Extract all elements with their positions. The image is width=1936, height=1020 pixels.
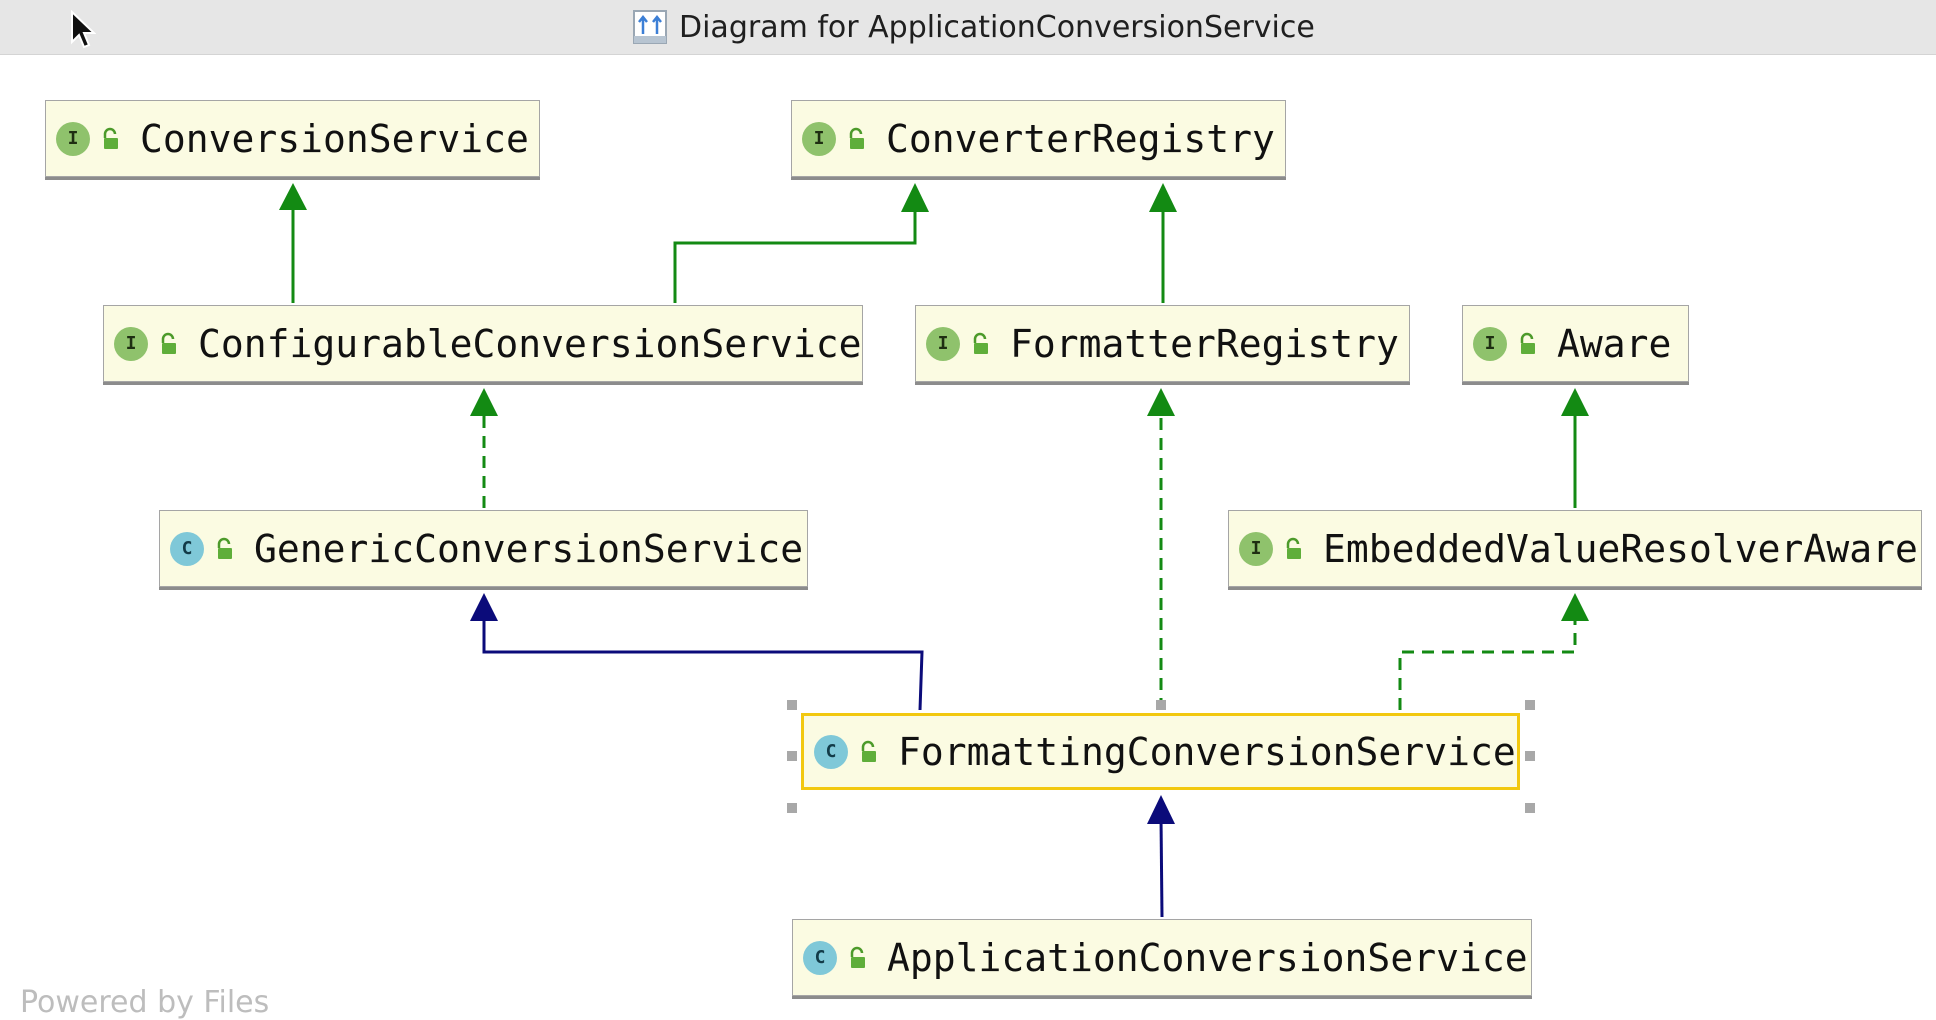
resize-handle-top-right[interactable]: [1525, 700, 1535, 710]
edge-configurable-to-conversion: [279, 183, 307, 303]
node-label: ConverterRegistry: [886, 116, 1275, 161]
node-label: EmbeddedValueResolverAware: [1323, 526, 1918, 571]
public-access-icon: [861, 740, 876, 762]
interface-icon: I: [926, 326, 960, 361]
resize-handle-bottom-left[interactable]: [787, 803, 797, 813]
public-access-icon: [161, 332, 176, 354]
public-access-icon: [849, 127, 864, 149]
interface-icon: I: [802, 121, 836, 156]
node-label: GenericConversionService: [254, 526, 804, 571]
resize-handle-middle-right[interactable]: [1525, 751, 1535, 761]
diagram-canvas[interactable]: I ConversionService I ConverterRegistry …: [0, 55, 1936, 998]
public-access-icon: [973, 332, 988, 354]
resize-handle-top-center[interactable]: [1156, 700, 1166, 710]
diagram-edges: [279, 183, 1589, 918]
node-label: ConfigurableConversionService: [198, 321, 862, 366]
public-access-icon: [1286, 537, 1301, 559]
class-icon: C: [803, 940, 837, 975]
window-title-bar: Diagram for ApplicationConversionService: [0, 0, 1936, 55]
edge-generic-to-configurable: [470, 388, 498, 508]
resize-handle-top-left[interactable]: [787, 700, 797, 710]
edge-configurable-to-converter-registry: [673, 183, 929, 303]
class-icon: C: [814, 734, 848, 769]
public-access-icon: [850, 946, 865, 968]
edge-application-to-formatting: [1147, 795, 1175, 918]
mouse-pointer-icon: [71, 10, 96, 49]
footer-text: Powered by Files: [20, 985, 270, 1020]
edge-formatting-to-generic: [470, 593, 924, 711]
node-label: FormattingConversionService: [898, 729, 1516, 774]
interface-icon: I: [114, 326, 148, 361]
node-generic-conversion-service[interactable]: C GenericConversionService: [159, 510, 808, 587]
node-label: Aware: [1557, 321, 1672, 366]
window-title-text: Diagram for ApplicationConversionService: [679, 9, 1315, 45]
public-access-icon: [1520, 332, 1535, 354]
class-diagram-icon: [633, 10, 667, 44]
edge-formatting-to-embedded: [1398, 593, 1589, 710]
node-label: FormatterRegistry: [1010, 321, 1399, 366]
public-access-icon: [217, 537, 232, 559]
node-configurable-conversion-service[interactable]: I ConfigurableConversionService: [103, 305, 863, 382]
class-icon: C: [170, 531, 204, 566]
resize-handle-middle-left[interactable]: [787, 751, 797, 761]
interface-icon: I: [1473, 326, 1507, 361]
window-title: Diagram for ApplicationConversionService: [633, 0, 1315, 54]
node-label: ApplicationConversionService: [887, 935, 1528, 980]
node-formatting-conversion-service[interactable]: C FormattingConversionService: [801, 713, 1520, 790]
node-label: ConversionService: [140, 116, 529, 161]
interface-icon: I: [1239, 531, 1273, 566]
node-formatter-registry[interactable]: I FormatterRegistry: [915, 305, 1410, 382]
node-application-conversion-service[interactable]: C ApplicationConversionService: [792, 919, 1532, 996]
edge-formatting-to-formatter-registry: [1147, 388, 1175, 710]
node-conversion-service[interactable]: I ConversionService: [45, 100, 540, 177]
resize-handle-bottom-right[interactable]: [1525, 803, 1535, 813]
edge-embedded-to-aware: [1561, 388, 1589, 508]
public-access-icon: [103, 127, 118, 149]
edge-formatter-registry-to-converter-registry: [1149, 183, 1177, 303]
node-aware[interactable]: I Aware: [1462, 305, 1689, 382]
node-converter-registry[interactable]: I ConverterRegistry: [791, 100, 1286, 177]
interface-icon: I: [56, 121, 90, 156]
node-embedded-value-resolver-aware[interactable]: I EmbeddedValueResolverAware: [1228, 510, 1922, 587]
